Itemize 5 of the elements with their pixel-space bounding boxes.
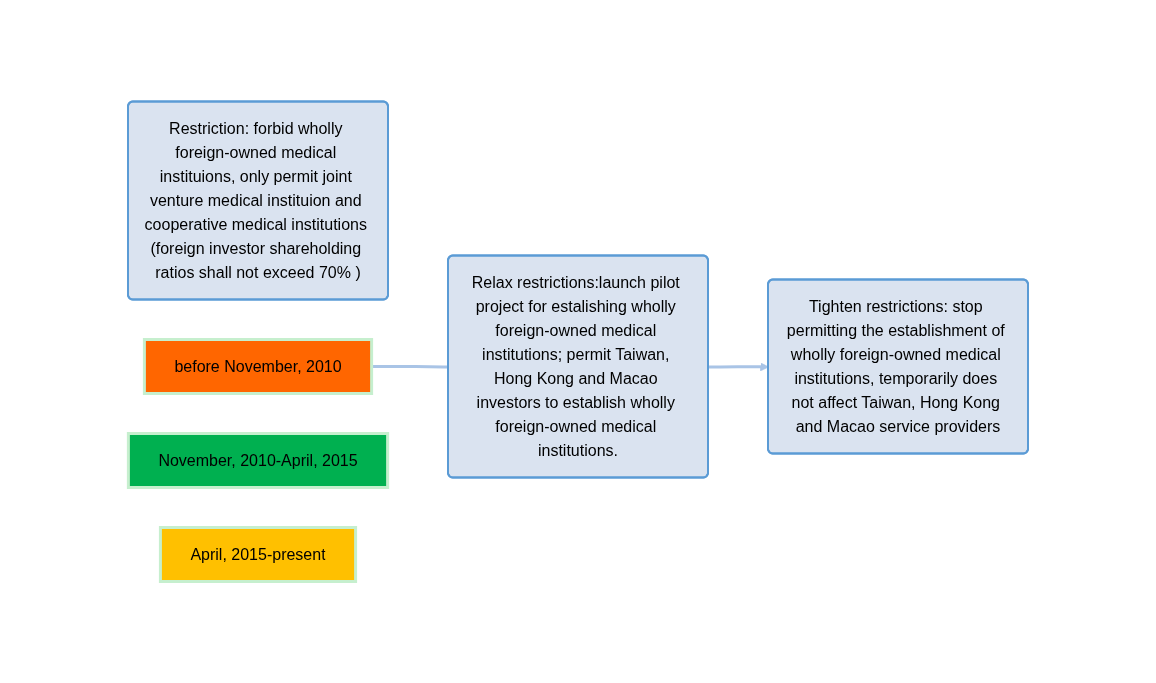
node-box: November, 2010-April, 2015 bbox=[126, 432, 390, 489]
arrow bbox=[708, 362, 769, 372]
node-box: April, 2015-present bbox=[158, 526, 358, 583]
node-box: before November, 2010 bbox=[142, 338, 374, 395]
connector bbox=[371, 365, 449, 369]
